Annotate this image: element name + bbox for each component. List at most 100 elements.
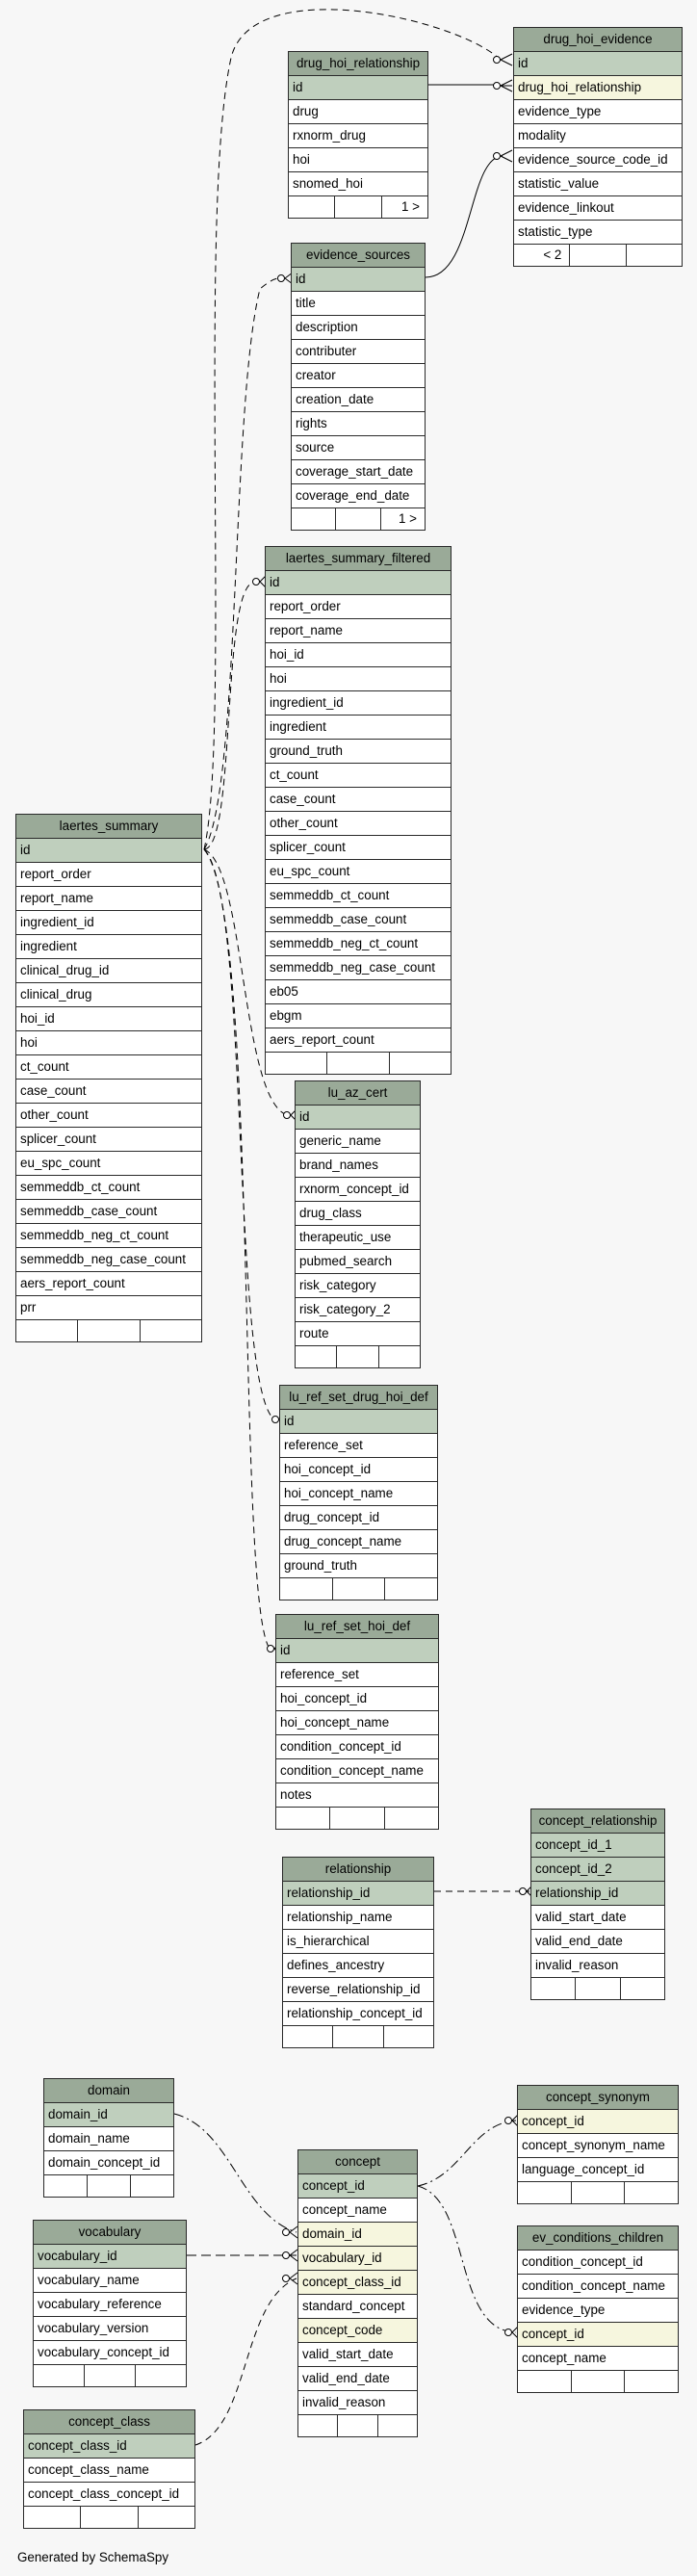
relationship-count[interactable] <box>34 2365 85 2386</box>
column-row[interactable]: id <box>292 268 425 292</box>
column-row[interactable]: ct_count <box>16 1055 201 1080</box>
column-row[interactable]: generic_name <box>296 1130 420 1154</box>
column-row[interactable]: semmeddb_neg_case_count <box>16 1248 201 1272</box>
column-row[interactable]: rxnorm_drug <box>289 124 427 148</box>
relationship-count[interactable] <box>292 508 337 530</box>
relationship-count[interactable] <box>531 1978 577 1999</box>
column-row[interactable]: eb05 <box>266 980 451 1004</box>
relationship-count[interactable] <box>518 2371 572 2392</box>
relationship-count[interactable] <box>88 2175 131 2197</box>
column-row[interactable]: vocabulary_name <box>34 2269 186 2293</box>
table-title[interactable]: ev_conditions_children <box>518 2226 678 2251</box>
column-row[interactable]: vocabulary_id <box>34 2245 186 2269</box>
column-row[interactable]: concept_id <box>298 2174 417 2199</box>
column-row[interactable]: creation_date <box>292 388 425 412</box>
column-row[interactable]: report_order <box>16 863 201 887</box>
relationship-count[interactable] <box>141 1320 201 1341</box>
column-row[interactable]: other_count <box>266 812 451 836</box>
column-row[interactable]: concept_name <box>298 2199 417 2223</box>
column-row[interactable]: reference_set <box>280 1434 437 1458</box>
column-row[interactable]: concept_id <box>518 2323 678 2347</box>
column-row[interactable]: semmeddb_case_count <box>266 908 451 932</box>
relationship-count[interactable] <box>139 2507 194 2528</box>
column-row[interactable]: ground_truth <box>280 1554 437 1578</box>
column-row[interactable]: semmeddb_ct_count <box>16 1176 201 1200</box>
column-row[interactable]: id <box>266 571 451 595</box>
column-row[interactable]: valid_end_date <box>531 1930 664 1954</box>
relationship-count[interactable] <box>621 1978 664 1999</box>
column-row[interactable]: is_hierarchical <box>283 1930 433 1954</box>
table-title[interactable]: lu_ref_set_drug_hoi_def <box>280 1386 437 1410</box>
column-row[interactable]: creator <box>292 364 425 388</box>
relationship-count[interactable] <box>627 245 682 266</box>
column-row[interactable]: statistic_value <box>514 172 682 196</box>
relationship-count[interactable] <box>576 1978 621 1999</box>
column-row[interactable]: evidence_source_code_id <box>514 148 682 172</box>
column-row[interactable]: splicer_count <box>266 836 451 860</box>
column-row[interactable]: statistic_type <box>514 221 682 245</box>
relationship-count[interactable]: 1 > <box>398 511 417 526</box>
column-row[interactable]: id <box>280 1410 437 1434</box>
column-row[interactable]: concept_class_id <box>24 2434 194 2459</box>
table-title[interactable]: laertes_summary_filtered <box>266 547 451 571</box>
column-row[interactable]: relationship_id <box>531 1882 664 1906</box>
column-row[interactable]: route <box>296 1322 420 1346</box>
column-row[interactable]: semmeddb_ct_count <box>266 884 451 908</box>
table-title[interactable]: concept_relationship <box>531 1809 664 1834</box>
column-row[interactable]: hoi <box>289 148 427 172</box>
relationship-count[interactable] <box>81 2507 139 2528</box>
relationship-count[interactable] <box>337 1346 379 1367</box>
column-row[interactable]: id <box>296 1106 420 1130</box>
column-row[interactable]: domain_id <box>298 2223 417 2247</box>
column-row[interactable]: clinical_drug <box>16 983 201 1007</box>
column-row[interactable]: case_count <box>266 788 451 812</box>
column-row[interactable]: reverse_relationship_id <box>283 1978 433 2002</box>
relationship-count[interactable] <box>330 1808 385 1829</box>
column-row[interactable]: condition_concept_id <box>518 2251 678 2275</box>
column-row[interactable]: title <box>292 292 425 316</box>
relationship-count[interactable] <box>518 2182 572 2203</box>
relationship-count[interactable] <box>625 2371 678 2392</box>
relationship-count[interactable] <box>333 2026 384 2047</box>
relationship-count[interactable] <box>289 196 336 218</box>
column-row[interactable]: report_name <box>266 619 451 643</box>
relationship-count[interactable] <box>335 196 382 218</box>
column-row[interactable]: ct_count <box>266 764 451 788</box>
column-row[interactable]: relationship_name <box>283 1906 433 1930</box>
column-row[interactable]: other_count <box>16 1104 201 1128</box>
column-row[interactable]: drug_concept_name <box>280 1530 437 1554</box>
relationship-count[interactable] <box>276 1808 331 1829</box>
column-row[interactable]: vocabulary_version <box>34 2317 186 2341</box>
column-row[interactable]: report_name <box>16 887 201 911</box>
column-row[interactable]: valid_start_date <box>531 1906 664 1930</box>
column-row[interactable]: semmeddb_neg_case_count <box>266 956 451 980</box>
column-row[interactable]: aers_report_count <box>16 1272 201 1296</box>
column-row[interactable]: description <box>292 316 425 340</box>
column-row[interactable]: eu_spc_count <box>16 1152 201 1176</box>
relationship-count[interactable] <box>379 1346 420 1367</box>
table-title[interactable]: lu_az_cert <box>296 1081 420 1106</box>
column-row[interactable]: vocabulary_id <box>298 2247 417 2271</box>
relationship-count[interactable] <box>16 1320 79 1341</box>
table-title[interactable]: relationship <box>283 1858 433 1882</box>
column-row[interactable]: modality <box>514 124 682 148</box>
column-row[interactable]: hoi_id <box>266 643 451 667</box>
relationship-count[interactable] <box>298 2415 339 2436</box>
column-row[interactable]: hoi_concept_id <box>276 1687 438 1711</box>
column-row[interactable]: concept_class_name <box>24 2459 194 2483</box>
column-row[interactable]: concept_class_id <box>298 2271 417 2295</box>
relationship-count[interactable] <box>385 1808 438 1829</box>
column-row[interactable]: invalid_reason <box>531 1954 664 1978</box>
column-row[interactable]: concept_id_2 <box>531 1858 664 1882</box>
column-row[interactable]: concept_id_1 <box>531 1834 664 1858</box>
column-row[interactable]: relationship_concept_id <box>283 2002 433 2026</box>
table-title[interactable]: drug_hoi_evidence <box>514 28 682 52</box>
column-row[interactable]: prr <box>16 1296 201 1320</box>
relationship-count[interactable] <box>283 2026 334 2047</box>
relationship-count[interactable] <box>384 2026 433 2047</box>
table-title[interactable]: concept_synonym <box>518 2086 678 2110</box>
relationship-count[interactable] <box>44 2175 88 2197</box>
column-row[interactable]: domain_concept_id <box>44 2151 173 2175</box>
column-row[interactable]: condition_concept_name <box>276 1759 438 1783</box>
table-title[interactable]: concept_class <box>24 2410 194 2434</box>
